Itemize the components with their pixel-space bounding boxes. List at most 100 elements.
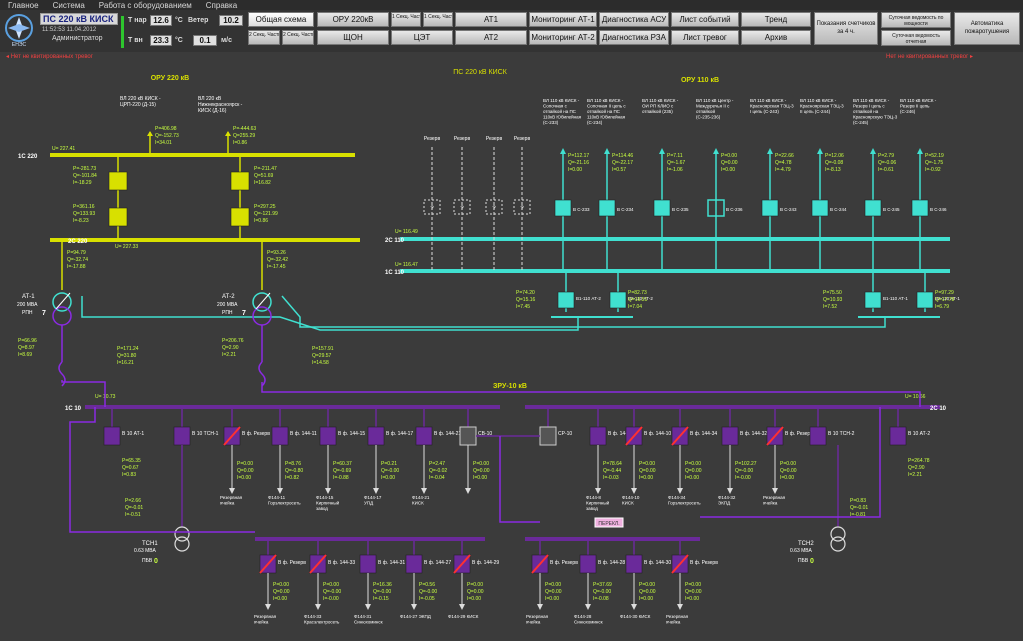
nav-at2[interactable]: АТ2 <box>455 30 527 45</box>
cell10-breaker[interactable] <box>889 426 907 446</box>
bottom-cell-breaker[interactable] <box>579 554 597 574</box>
cell10-label: В ф. 144-11 <box>290 431 317 437</box>
breaker220[interactable] <box>108 207 128 227</box>
line110-measure: I=-0.92 <box>925 167 941 173</box>
cell10-breaker[interactable] <box>319 426 337 446</box>
at-lv-measure: P=66.96 <box>18 338 37 344</box>
bottom-cell-label: В ф. 144-29 <box>472 560 499 566</box>
reserve-breaker[interactable] <box>423 199 441 215</box>
nav-monitoring-at1[interactable]: Мониторинг АТ-1 <box>529 12 597 27</box>
at110-breaker[interactable] <box>557 291 575 309</box>
breaker220[interactable] <box>108 171 128 191</box>
menu-main[interactable]: Главное <box>8 0 39 10</box>
line110-measure: P=0.00 <box>721 153 737 159</box>
cell10-breaker[interactable] <box>589 426 607 446</box>
feeder-measure: Q=0.00 <box>237 468 254 474</box>
reserve-breaker[interactable] <box>453 199 471 215</box>
at-winding-icon <box>252 306 272 326</box>
nav-diag-rza[interactable]: Диагностика РЗА <box>599 30 669 45</box>
feeder-arrow <box>421 488 427 494</box>
nav-zru10[interactable]: ЩОН <box>317 30 389 45</box>
breaker110[interactable] <box>554 199 572 217</box>
breaker220[interactable] <box>230 207 250 227</box>
nav-section2-part1[interactable]: 2 Секц. Часть 1 <box>248 30 280 45</box>
nav-cet[interactable]: ЦЭТ <box>391 30 453 45</box>
breaker110[interactable] <box>911 199 929 217</box>
reserve-question: ? <box>430 206 434 212</box>
nav-general-scheme[interactable]: Общая схема <box>248 12 314 27</box>
line110-name: отпайкой на <box>853 108 879 114</box>
breaker110[interactable] <box>761 199 779 217</box>
at2-10kv-measure: Q=2.90 <box>908 465 925 471</box>
cell10-label: В ф. Резерв <box>242 431 270 437</box>
breaker110[interactable] <box>811 199 829 217</box>
cell10-breaker[interactable] <box>271 426 289 446</box>
nav-section2-part2[interactable]: 2 Секц. Часть 2 <box>282 30 314 45</box>
cell10-breaker[interactable] <box>809 426 827 446</box>
reserve-breaker[interactable] <box>485 199 503 215</box>
meter-readings-button[interactable]: Показания счетчиков за 4 ч. <box>814 12 878 45</box>
cell10-label: В ф. Резерв <box>785 431 813 437</box>
nav-section1-part2[interactable]: 1 Секц. Часть 2 <box>423 12 453 27</box>
breaker220[interactable] <box>230 171 250 191</box>
bottom-measure: I=0.00 <box>273 596 287 602</box>
at-hv-measure: Q=-32.42 <box>267 257 288 263</box>
line110-measure: I=-0.61 <box>878 167 894 173</box>
menu-equipment[interactable]: Работа с оборудованием <box>98 0 192 10</box>
menu-help[interactable]: Справка <box>205 0 238 10</box>
cell10-breaker[interactable] <box>721 426 739 446</box>
bottom-cell-label: В ф. 144-27 <box>424 560 451 566</box>
bottom-measure: Q=0.00 <box>639 589 656 595</box>
feeder-arrow <box>631 488 637 494</box>
nav-alarm-list[interactable]: Лист тревог <box>671 30 739 45</box>
nav-monitoring-at2[interactable]: Мониторинг АТ-2 <box>529 30 597 45</box>
nav-at1[interactable]: АТ1 <box>455 12 527 27</box>
bottom-cell-breaker[interactable] <box>359 554 377 574</box>
nav-event-list[interactable]: Лист событий <box>671 12 739 27</box>
alarm-status-left[interactable]: ◂ Нет не квитированных тревог <box>6 54 93 60</box>
cell10-breaker[interactable] <box>103 426 121 446</box>
tsn1-measure: P=2.66 <box>125 498 141 504</box>
breaker110[interactable] <box>653 199 671 217</box>
at110-breaker[interactable] <box>864 291 882 309</box>
at110-breaker[interactable] <box>609 291 627 309</box>
cell10-breaker[interactable] <box>415 426 433 446</box>
menu-system[interactable]: Система <box>52 0 85 10</box>
nav-archive[interactable]: Архив <box>741 30 811 45</box>
at110-measure: Q=15.16 <box>516 297 536 303</box>
switch-indicator[interactable] <box>594 517 624 528</box>
bottom-cell-breaker[interactable] <box>625 554 643 574</box>
line220-name: КИСК (Д-16) <box>198 108 227 114</box>
daily-report-button[interactable]: Суточная ведомость отчетная <box>881 30 951 46</box>
cell10-breaker[interactable] <box>173 426 191 446</box>
feeder-measure: P=0.00 <box>237 461 253 467</box>
breaker110[interactable] <box>598 199 616 217</box>
sectional-breaker[interactable] <box>539 426 557 446</box>
at110-measure: I=7.04 <box>628 304 642 310</box>
alarm-status-right[interactable]: Нет не квитированных тревог ▸ <box>886 54 973 60</box>
nav-oru220[interactable]: ОРУ 220кВ <box>317 12 389 27</box>
pressure-value: 0.1 <box>193 35 217 46</box>
tsn-winding-icon <box>830 526 846 542</box>
reserve-breaker[interactable] <box>513 199 531 215</box>
breaker110[interactable] <box>864 199 882 217</box>
cell10-breaker[interactable] <box>367 426 385 446</box>
feeder-arrow <box>595 488 601 494</box>
nav-diag-asu[interactable]: Диагностика АСУ <box>599 12 669 27</box>
feeder-measure: Q=0.00 <box>780 468 797 474</box>
bottom-cell-breaker[interactable] <box>405 554 423 574</box>
at110-breaker[interactable] <box>916 291 934 309</box>
daily-power-report-button[interactable]: Суточная ведомость по мощности <box>881 12 951 28</box>
feeder-measure: Q=0.00 <box>685 468 702 474</box>
line110-measure: I=0.57 <box>612 167 626 173</box>
cell10-label: В 10 АТ-1 <box>122 431 144 437</box>
breaker220-measure: Q=-101.84 <box>73 173 97 179</box>
nav-trend[interactable]: Тренд <box>741 12 811 27</box>
bottom-cell-label: В ф. 144-33 <box>328 560 355 566</box>
line110-name: Сопочная II цепь с <box>587 104 626 109</box>
sectional-breaker[interactable] <box>459 426 477 446</box>
fire-automation-button[interactable]: Автоматика пожаротушения <box>954 12 1020 45</box>
nav-section1-part1[interactable]: 1 Секц. Часть 1 <box>391 12 421 27</box>
breaker110-open[interactable] <box>707 199 725 217</box>
line110-name: Резерв II цепь <box>900 104 930 109</box>
